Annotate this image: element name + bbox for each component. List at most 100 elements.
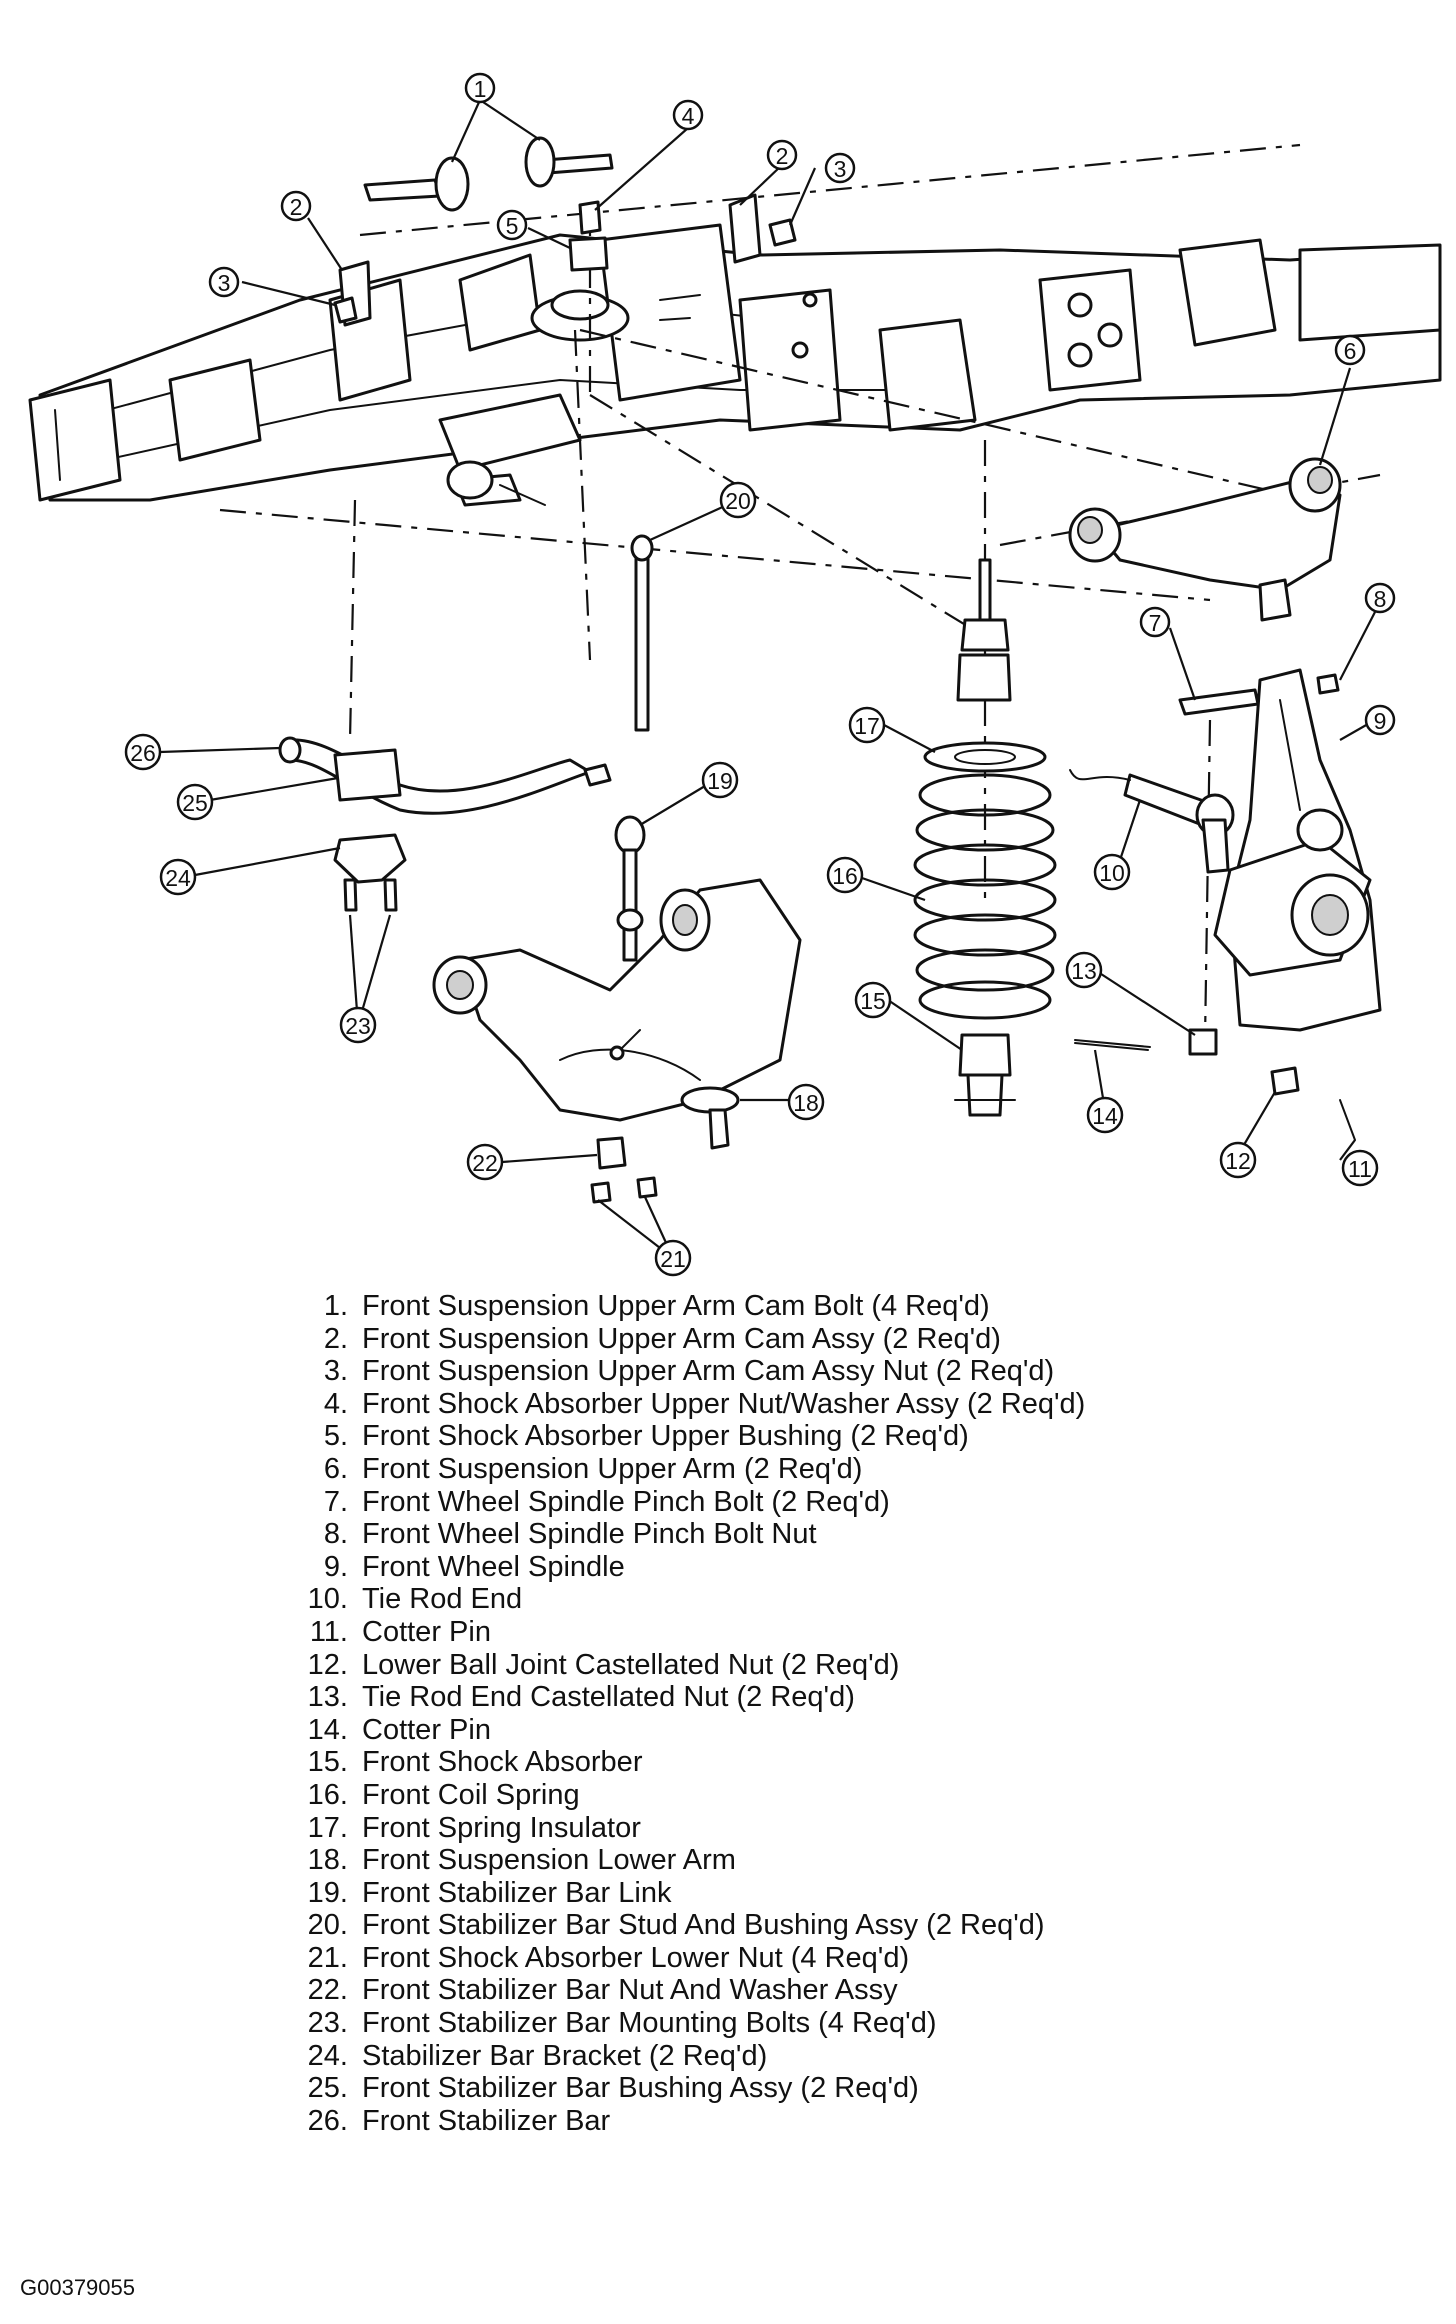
legend-text: Cotter Pin	[362, 1713, 491, 1746]
svg-text:21: 21	[660, 1246, 686, 1272]
legend-item: 1. Front Suspension Upper Arm Cam Bolt (4…	[290, 1290, 1290, 1323]
legend-text: Front Stabilizer Bar Bushing Assy (2 Req…	[362, 2072, 919, 2105]
legend-text: Stabilizer Bar Bracket (2 Req'd)	[362, 2039, 768, 2072]
upper-control-arm	[1068, 457, 1342, 622]
front-suspension-exploded-diagram: 1 2 2 3 3 4 5 6 7 8 9 10 11 12 13 14 15 …	[28, 72, 1442, 1259]
callout-5: 5	[496, 209, 528, 241]
svg-text:12: 12	[1225, 1148, 1251, 1174]
callout-18: 18	[787, 1083, 825, 1121]
legend-text: Tie Rod End Castellated Nut (2 Req'd)	[362, 1681, 855, 1714]
legend-item: 8. Front Wheel Spindle Pinch Bolt Nut	[290, 1518, 1290, 1551]
legend-item: 2.Front Suspension Upper Arm Cam Assy (2…	[290, 1323, 1290, 1356]
legend-text: Front Shock Absorber	[362, 1746, 643, 1779]
legend-item: 19. Front Stabilizer Bar Link	[290, 1877, 1290, 1910]
legend-text: Front Wheel Spindle	[362, 1550, 625, 1583]
legend-text: Front Wheel Spindle Pinch Bolt Nut	[362, 1518, 817, 1551]
callout-10: 10	[1093, 853, 1131, 891]
legend-text: Front Stabilizer Bar Stud And Bushing As…	[362, 1909, 1045, 1942]
legend-number: 23.	[307, 2007, 348, 2040]
svg-text:18: 18	[793, 1090, 819, 1116]
svg-text:20: 20	[725, 488, 751, 514]
front-suspension-lower-arm	[432, 878, 802, 1150]
front-stabilizer-bar-link	[614, 534, 654, 962]
legend-number: 11.	[309, 1615, 348, 1648]
svg-text:3: 3	[218, 270, 231, 296]
upper-hardware	[333, 136, 797, 327]
svg-text:14: 14	[1092, 1103, 1118, 1129]
callout-3a: 3	[208, 266, 240, 298]
legend-number: 5.	[323, 1420, 348, 1453]
legend-text: Tie Rod End	[362, 1583, 523, 1616]
legend-item: 4.Front Shock Absorber Upper Nut/Washer …	[290, 1388, 1290, 1421]
legend-item: 25.Front Stabilizer Bar Bushing Assy (2 …	[290, 2072, 1290, 2105]
callout-25: 25	[176, 783, 214, 821]
front-coil-spring	[913, 741, 1057, 1020]
legend-text: Front Shock Absorber Upper Nut/Washer As…	[362, 1387, 1086, 1420]
legend-item: 14.Cotter Pin	[290, 1714, 1290, 1747]
legend-number: 20.	[307, 1909, 348, 1942]
callout-6: 6	[1334, 334, 1366, 366]
callout-3b: 3	[824, 152, 856, 184]
legend-item: 22.Front Stabilizer Bar Nut And Washer A…	[290, 1974, 1290, 2007]
svg-text:16: 16	[832, 863, 858, 889]
svg-text:24: 24	[165, 865, 191, 891]
legend-item: 21.Front Shock Absorber Lower Nut (4 Req…	[290, 1942, 1290, 1975]
svg-text:9: 9	[1374, 708, 1387, 734]
svg-text:25: 25	[182, 790, 208, 816]
legend-text: Front Shock Absorber Upper Bushing (2 Re…	[362, 1420, 969, 1453]
legend-number: 12.	[307, 1648, 348, 1681]
callout-11: 11	[1341, 1149, 1379, 1187]
legend-text: Front Wheel Spindle Pinch Bolt (2 Req'd)	[362, 1485, 890, 1518]
legend-text: Front Stabilizer Bar Mounting Bolts (4 R…	[362, 2007, 937, 2040]
svg-text:10: 10	[1099, 860, 1125, 886]
parts-legend: 1. Front Suspension Upper Arm Cam Bolt (4…	[290, 1290, 1290, 2137]
legend-number: 3.	[323, 1355, 348, 1388]
legend-item: 16.Front Coil Spring	[290, 1779, 1290, 1812]
callout-9: 9	[1364, 704, 1396, 736]
legend-item: 5. Front Shock Absorber Upper Bushing (2 …	[290, 1420, 1290, 1453]
front-shock-absorber	[954, 558, 1016, 1117]
legend-item: 13.Tie Rod End Castellated Nut (2 Req'd)	[290, 1681, 1290, 1714]
legend-text: Front Stabilizer Bar Link	[362, 1876, 672, 1909]
svg-text:11: 11	[1348, 1156, 1372, 1182]
lower-hardware	[590, 1039, 1356, 1204]
front-stabilizer-bar	[278, 736, 612, 912]
legend-text: Front Suspension Upper Arm Cam Bolt (4 R…	[362, 1290, 990, 1322]
legend-item: 24.Stabilizer Bar Bracket (2 Req'd)	[290, 2040, 1290, 2073]
callout-16: 16	[826, 856, 864, 894]
callout-19: 19	[701, 761, 739, 799]
callout-2a: 2	[280, 190, 312, 222]
callout-7: 7	[1139, 606, 1171, 638]
legend-number: 22.	[307, 1974, 348, 2007]
legend-item: 18.Front Suspension Lower Arm	[290, 1844, 1290, 1877]
callout-23: 23	[339, 1006, 377, 1044]
callout-13: 13	[1065, 951, 1103, 989]
callout-21-badge: 21	[654, 1239, 692, 1277]
legend-item: 23. Front Stabilizer Bar Mounting Bolts (…	[290, 2007, 1290, 2040]
legend-text: Cotter Pin	[362, 1615, 491, 1648]
callout-15: 15	[854, 981, 892, 1019]
figure-id: G00379055	[20, 2275, 135, 2300]
legend-text: Front Spring Insulator	[362, 1811, 641, 1844]
legend-text: Front Stabilizer Bar	[362, 2104, 611, 2137]
legend-number: 9.	[323, 1550, 348, 1583]
legend-number: 10.	[307, 1583, 348, 1616]
legend-number: 15.	[307, 1746, 348, 1779]
legend-item: 26.Front Stabilizer Bar	[290, 2105, 1290, 2138]
callout-2b: 2	[766, 139, 798, 171]
legend-number: 19.	[307, 1876, 348, 1909]
svg-text:17: 17	[854, 713, 880, 739]
legend-item: 11. Cotter Pin	[290, 1616, 1290, 1649]
legend-number: 8.	[323, 1518, 348, 1551]
tie-rod-end	[1069, 769, 1235, 874]
legend-item: 3.Front Suspension Upper Arm Cam Assy Nu…	[290, 1355, 1290, 1388]
svg-text:6: 6	[1344, 338, 1357, 364]
callout-24: 24	[159, 858, 197, 896]
svg-text:2: 2	[290, 194, 303, 220]
front-wheel-spindle	[1178, 668, 1382, 1056]
legend-number: 1.	[323, 1290, 348, 1322]
legend-item: 15. Front Shock Absorber	[290, 1746, 1290, 1779]
legend-item: 20. Front Stabilizer Bar Stud And Bushing…	[290, 1909, 1290, 1942]
callout-22: 22	[466, 1143, 504, 1181]
callout-14: 14	[1086, 1096, 1124, 1134]
